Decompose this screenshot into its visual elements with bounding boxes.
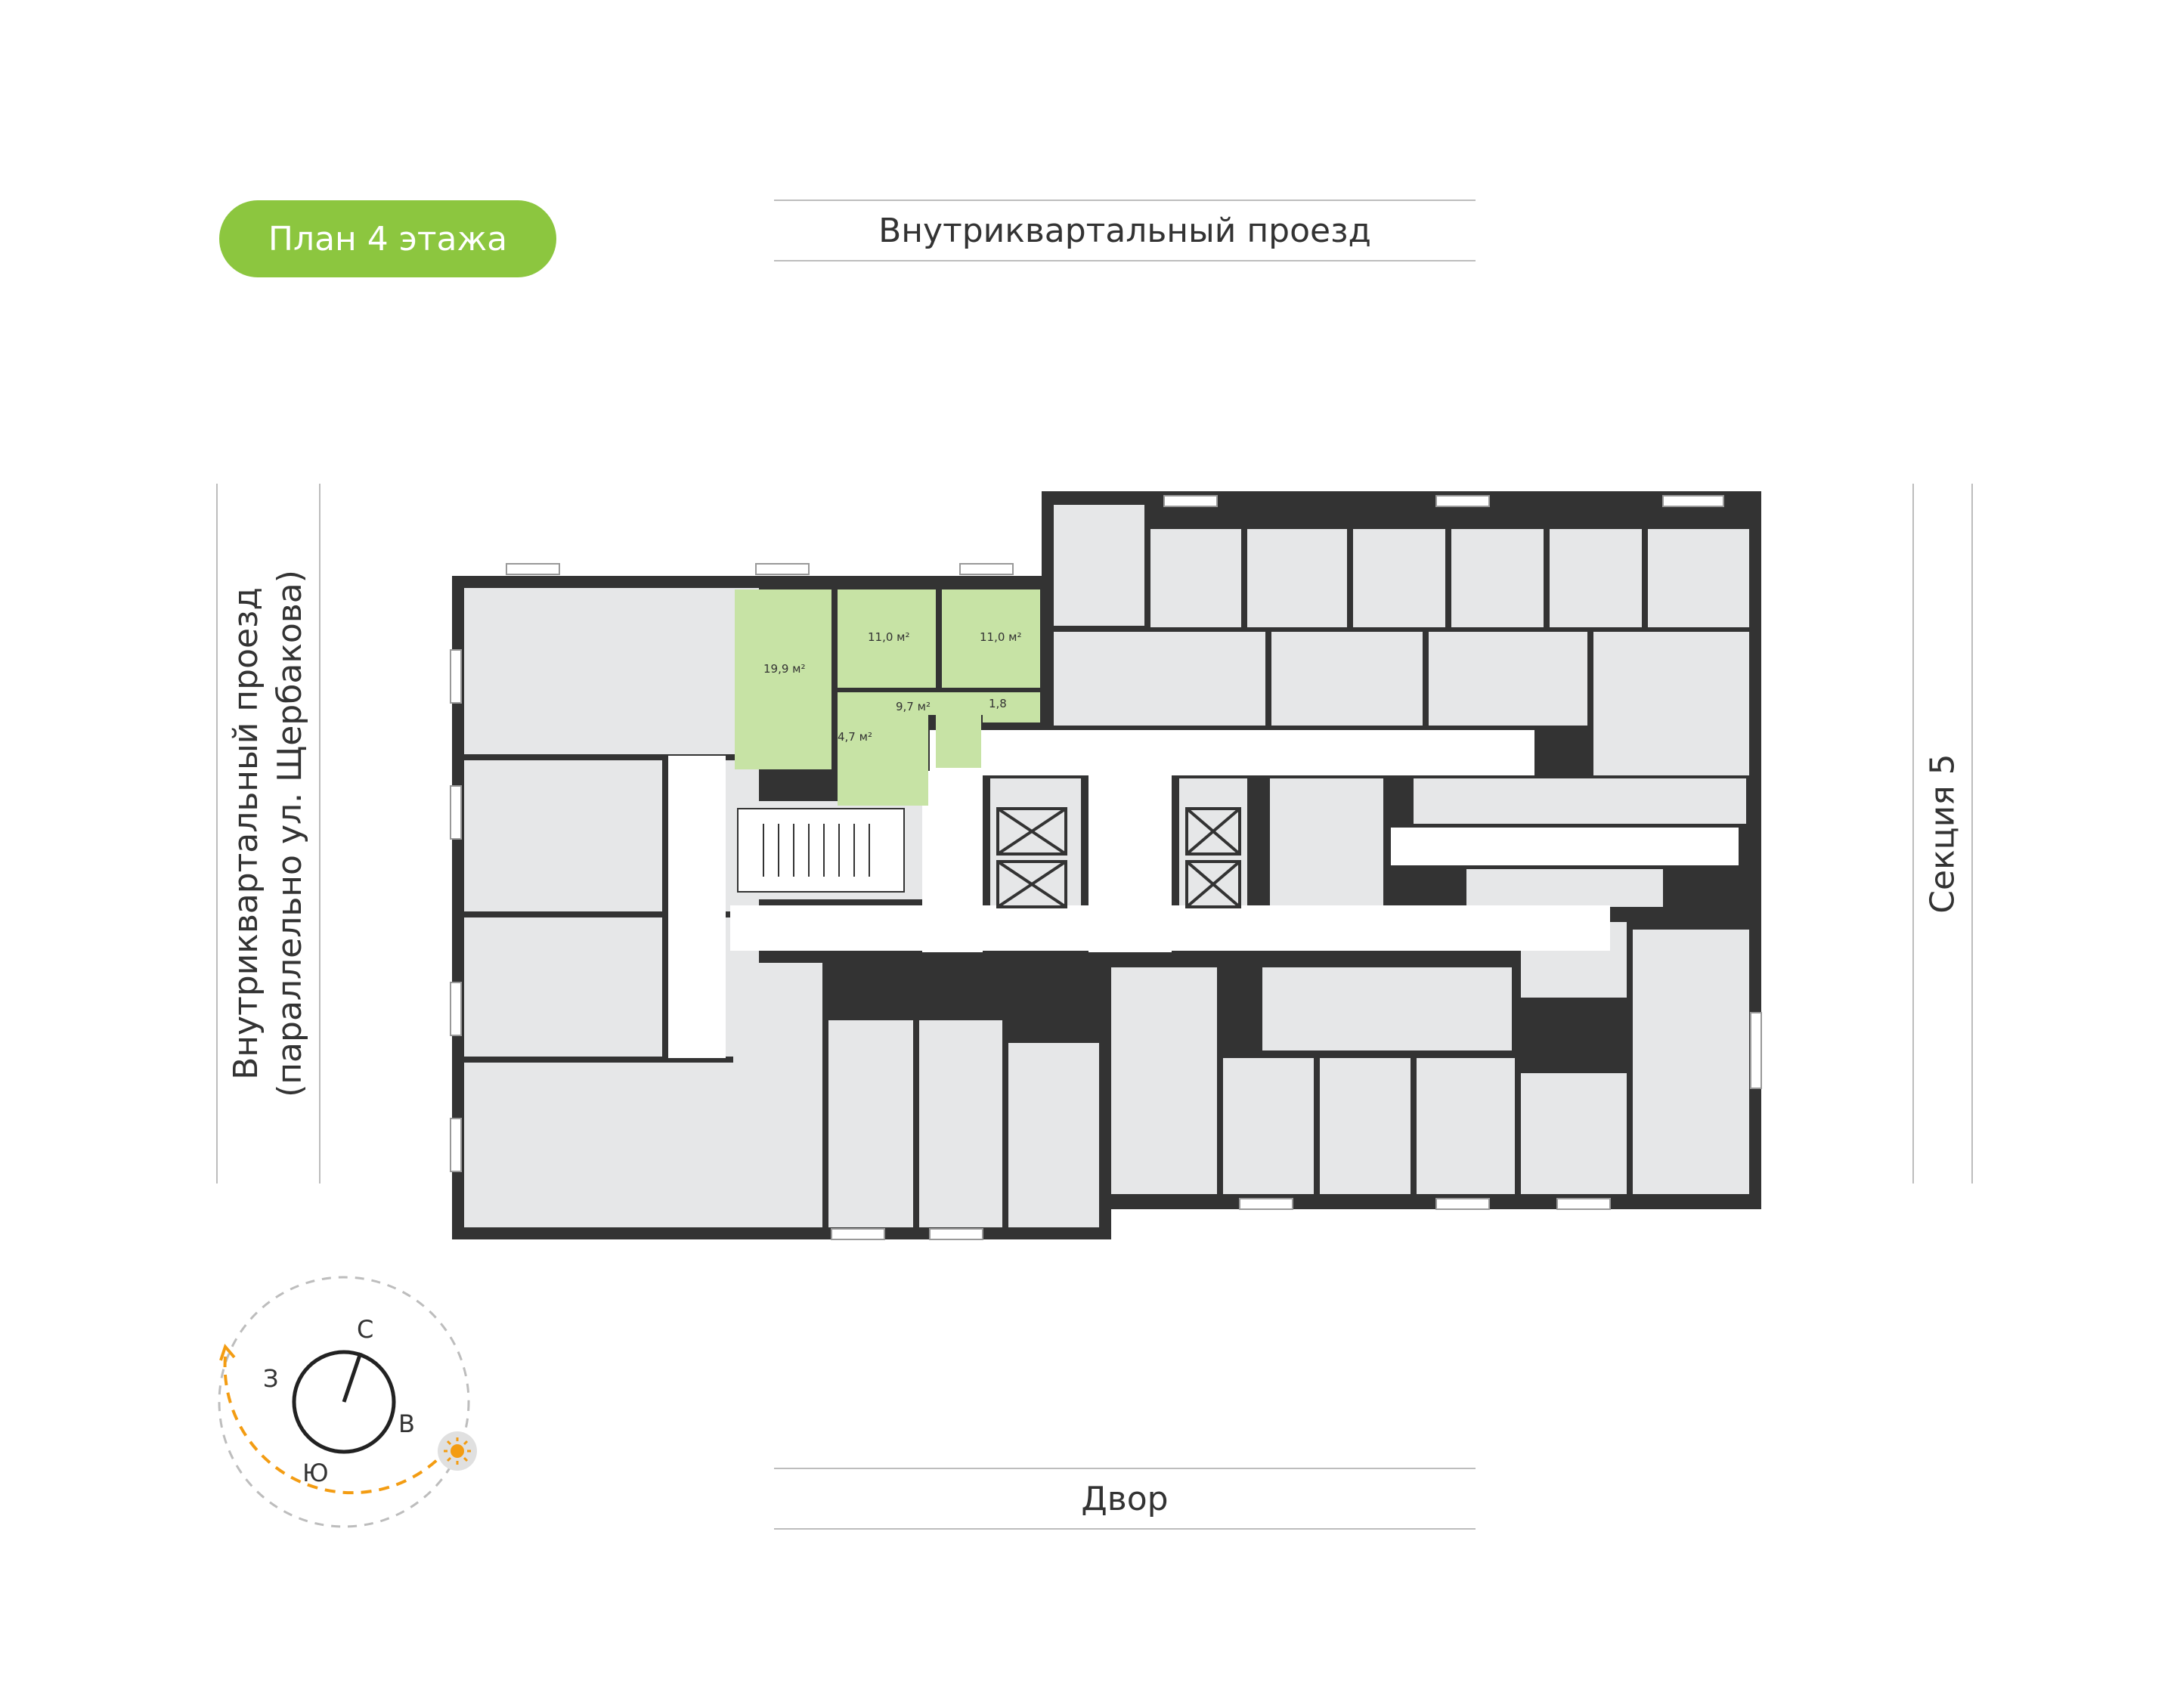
rooms <box>464 505 1749 1227</box>
compass-north: С <box>357 1315 373 1344</box>
floor-badge-label: План 4 этажа <box>268 219 508 258</box>
room-area-bedroom-1: 11,0 м² <box>868 630 910 644</box>
highlighted-apartment <box>735 589 1040 806</box>
courtyard-label-bottom: Двор <box>774 1468 1476 1530</box>
sun-path-arrow <box>219 1344 236 1361</box>
floor-badge: План 4 этажа <box>219 200 556 277</box>
courtyard-text: Двор <box>1081 1479 1169 1518</box>
stairs <box>737 808 905 893</box>
compass-east: В <box>398 1409 415 1438</box>
compass-west: З <box>263 1364 279 1393</box>
elevators <box>996 807 1241 908</box>
room-area-bathroom: 4,7 м² <box>838 730 872 744</box>
section-label-right: Секция 5 <box>1912 484 1973 1184</box>
room-area-hall: 9,7 м² <box>896 700 931 713</box>
street-label-left: Внутриквартальный проезд (параллельно ул… <box>216 484 321 1184</box>
compass-needle <box>342 1352 363 1403</box>
room-area-bedroom-2: 11,0 м² <box>980 630 1022 644</box>
windows <box>450 495 1762 1240</box>
room-area-living: 19,9 м² <box>763 662 806 676</box>
room-area-wc: 1,8 <box>989 697 1007 710</box>
compass-outer-ring <box>218 1276 470 1528</box>
compass: С З В Ю <box>218 1276 477 1528</box>
compass-south: Ю <box>302 1459 329 1487</box>
sun-icon <box>438 1431 477 1471</box>
room-labels: 19,9 м² 11,0 м² 11,0 м² 9,7 м² 4,7 м² 1,… <box>763 630 1022 744</box>
street-label-top: Внутриквартальный проезд <box>774 200 1476 261</box>
street-top-text: Внутриквартальный проезд <box>878 211 1371 250</box>
corridor <box>668 730 1739 1058</box>
